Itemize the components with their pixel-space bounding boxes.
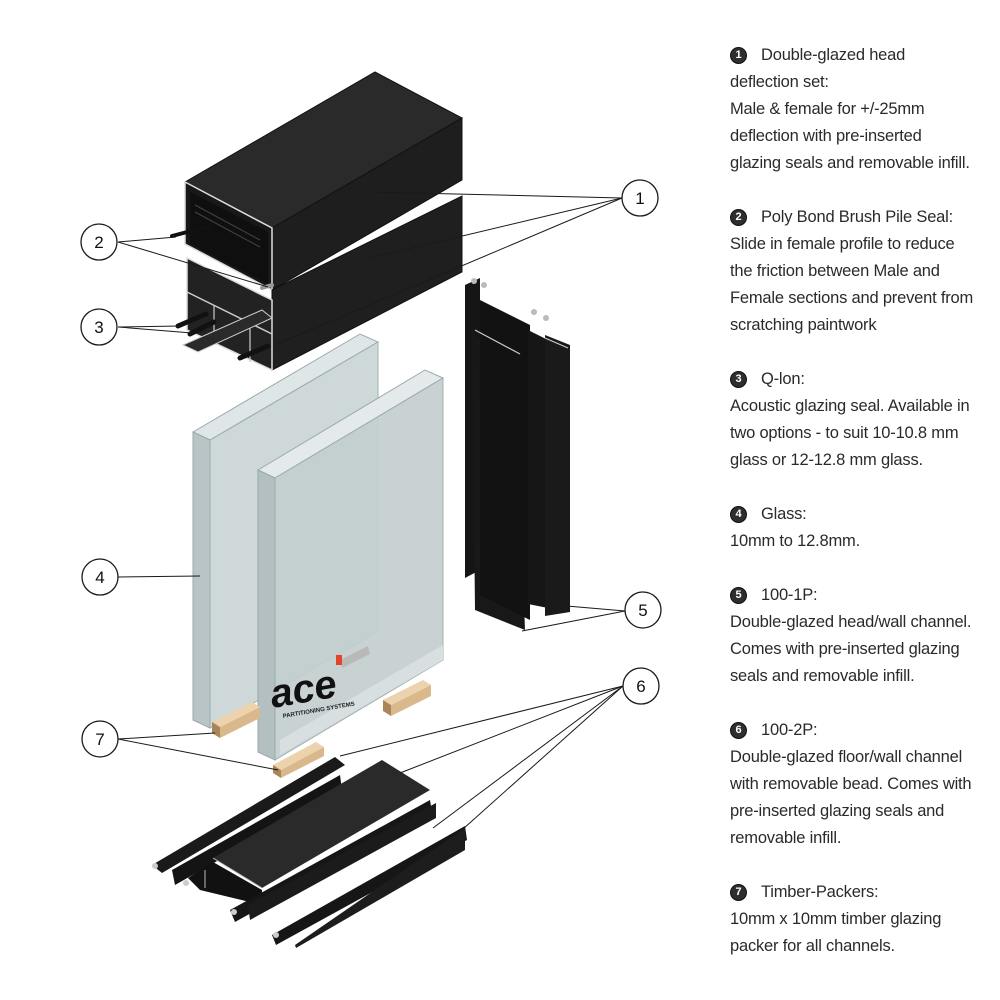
legend-body: deflection set: Male & female for +/-25m… xyxy=(730,73,970,172)
legend: 1 Double-glazed head deflection set: Male… xyxy=(730,42,998,987)
logo-accent xyxy=(336,655,342,665)
leader-lines xyxy=(117,191,626,830)
legend-item-6: 6 100-2P: Double-glazed floor/wall channe… xyxy=(730,717,998,852)
callout-number: 7 xyxy=(95,730,104,749)
callout-number: 4 xyxy=(95,568,104,587)
callout-number: 3 xyxy=(94,318,103,337)
callout-6: 6 xyxy=(622,667,660,705)
legend-item-2: 2 Poly Bond Brush Pile Seal: Slide in fem… xyxy=(730,204,998,339)
legend-body: 10mm x 10mm timber glazing packer for al… xyxy=(730,910,942,955)
legend-body: Slide in female profile to reduce the fr… xyxy=(730,235,974,334)
legend-title: Poly Bond Brush Pile Seal: xyxy=(761,208,953,226)
legend-item-3: 3 Q-lon: Acoustic glazing seal. Available… xyxy=(730,366,998,474)
glass-panes xyxy=(191,333,445,761)
callout-5: 5 xyxy=(624,591,662,629)
callout-3: 3 xyxy=(80,308,118,346)
number-badge-icon: 6 xyxy=(730,722,747,739)
legend-body: Acoustic glazing seal. Available in two … xyxy=(730,397,970,469)
callout-2: 2 xyxy=(80,223,118,261)
floor-channel-100-2p xyxy=(152,757,467,948)
legend-title: Timber-Packers: xyxy=(761,883,879,901)
callout-number: 2 xyxy=(94,233,103,252)
number-badge-icon: 4 xyxy=(730,506,747,523)
number-badge-icon: 3 xyxy=(730,371,747,388)
legend-title: Double-glazed head xyxy=(761,46,906,64)
head-deflection-set xyxy=(170,71,464,372)
legend-body: Double-glazed floor/wall channel with re… xyxy=(730,748,972,847)
legend-title: 100-2P: xyxy=(761,721,818,739)
legend-item-1: 1 Double-glazed head deflection set: Male… xyxy=(730,42,998,177)
callout-number: 1 xyxy=(635,189,644,208)
legend-item-4: 4 Glass: 10mm to 12.8mm. xyxy=(730,501,998,555)
number-badge-icon: 1 xyxy=(730,47,747,64)
legend-body: Double-glazed head/wall channel. Comes w… xyxy=(730,613,972,685)
number-badge-icon: 2 xyxy=(730,209,747,226)
callout-1: 1 xyxy=(621,179,659,217)
callout-4: 4 xyxy=(81,558,119,596)
wall-channel-100-1p xyxy=(465,278,570,630)
legend-item-7: 7 Timber-Packers: 10mm x 10mm timber glaz… xyxy=(730,879,998,960)
callout-7: 7 xyxy=(81,720,119,758)
legend-title: Glass: xyxy=(761,505,807,523)
legend-title: Q-lon: xyxy=(761,370,805,388)
legend-title: 100-1P: xyxy=(761,586,818,604)
legend-item-5: 5 100-1P: Double-glazed head/wall channel… xyxy=(730,582,998,690)
callout-number: 6 xyxy=(636,677,645,696)
callout-number: 5 xyxy=(638,601,647,620)
ace-logo: ace PARTITIONING SYSTEMS xyxy=(267,646,370,720)
legend-body: 10mm to 12.8mm. xyxy=(730,532,860,550)
number-badge-icon: 5 xyxy=(730,587,747,604)
number-badge-icon: 7 xyxy=(730,884,747,901)
timber-packers xyxy=(212,680,431,778)
